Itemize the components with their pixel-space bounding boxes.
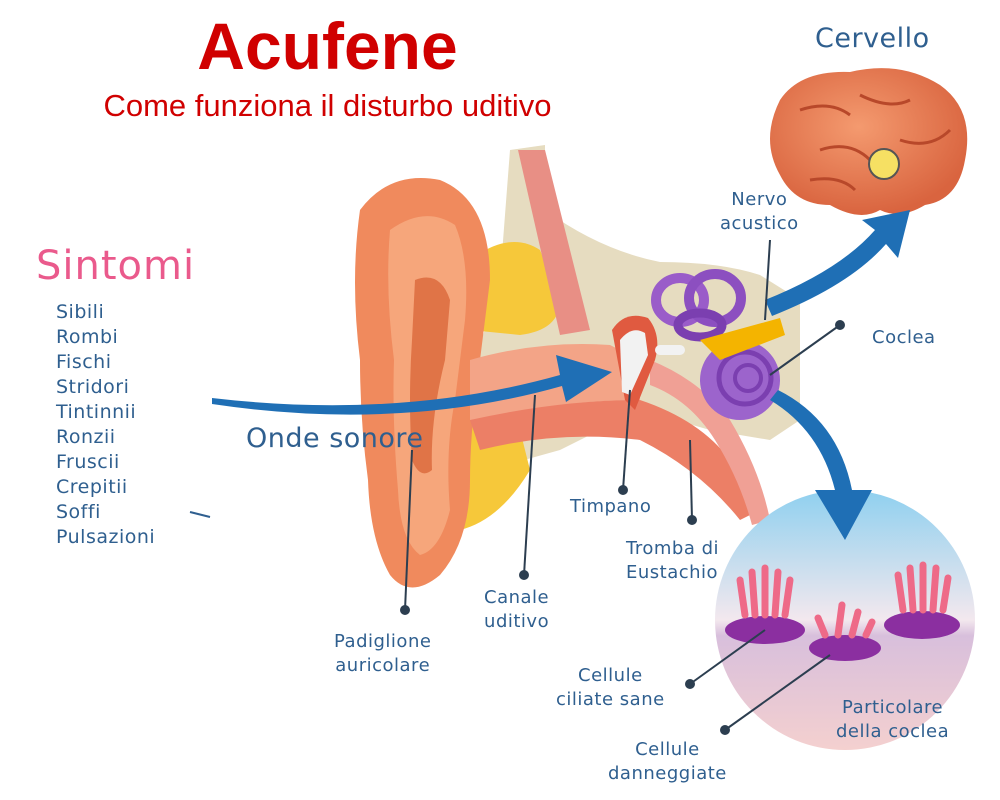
page-subtitle: Come funziona il disturbo uditivo — [0, 88, 655, 124]
symptom-item: Rombi — [56, 325, 155, 350]
label-cellule-sane: Cellule ciliate sane — [556, 664, 665, 712]
symptom-item: Sibili — [56, 300, 155, 325]
label-tromba-eustachio: Tromba di Eustachio — [626, 537, 719, 585]
dash-mark — [190, 512, 210, 517]
label-padiglione-auricolare: Padiglione auricolare — [334, 630, 431, 678]
symptom-item: Stridori — [56, 375, 155, 400]
symptoms-heading: Sintomi — [36, 243, 195, 289]
label-particolare-coclea: Particolare della coclea — [836, 696, 949, 744]
page-title: Acufene — [0, 10, 655, 82]
label-onde-sonore: Onde sonore — [246, 424, 424, 454]
label-canale-uditivo: Canale uditivo — [484, 586, 549, 634]
label-coclea: Coclea — [872, 326, 936, 350]
brain — [770, 68, 967, 215]
label-cervello: Cervello — [815, 24, 930, 54]
label-timpano: Timpano — [570, 495, 651, 519]
symptom-item: Crepitii — [56, 475, 155, 500]
symptom-item: Fruscii — [56, 450, 155, 475]
symptom-item: Fischi — [56, 350, 155, 375]
symptom-item: Soffi — [56, 500, 155, 525]
label-nervo-acustico: Nervo acustico — [720, 188, 799, 236]
label-cellule-danneggiate: Cellule danneggiate — [608, 738, 727, 786]
symptom-item: Pulsazioni — [56, 525, 155, 550]
symptom-item: Tintinnii — [56, 400, 155, 425]
symptom-item: Ronzii — [56, 425, 155, 450]
